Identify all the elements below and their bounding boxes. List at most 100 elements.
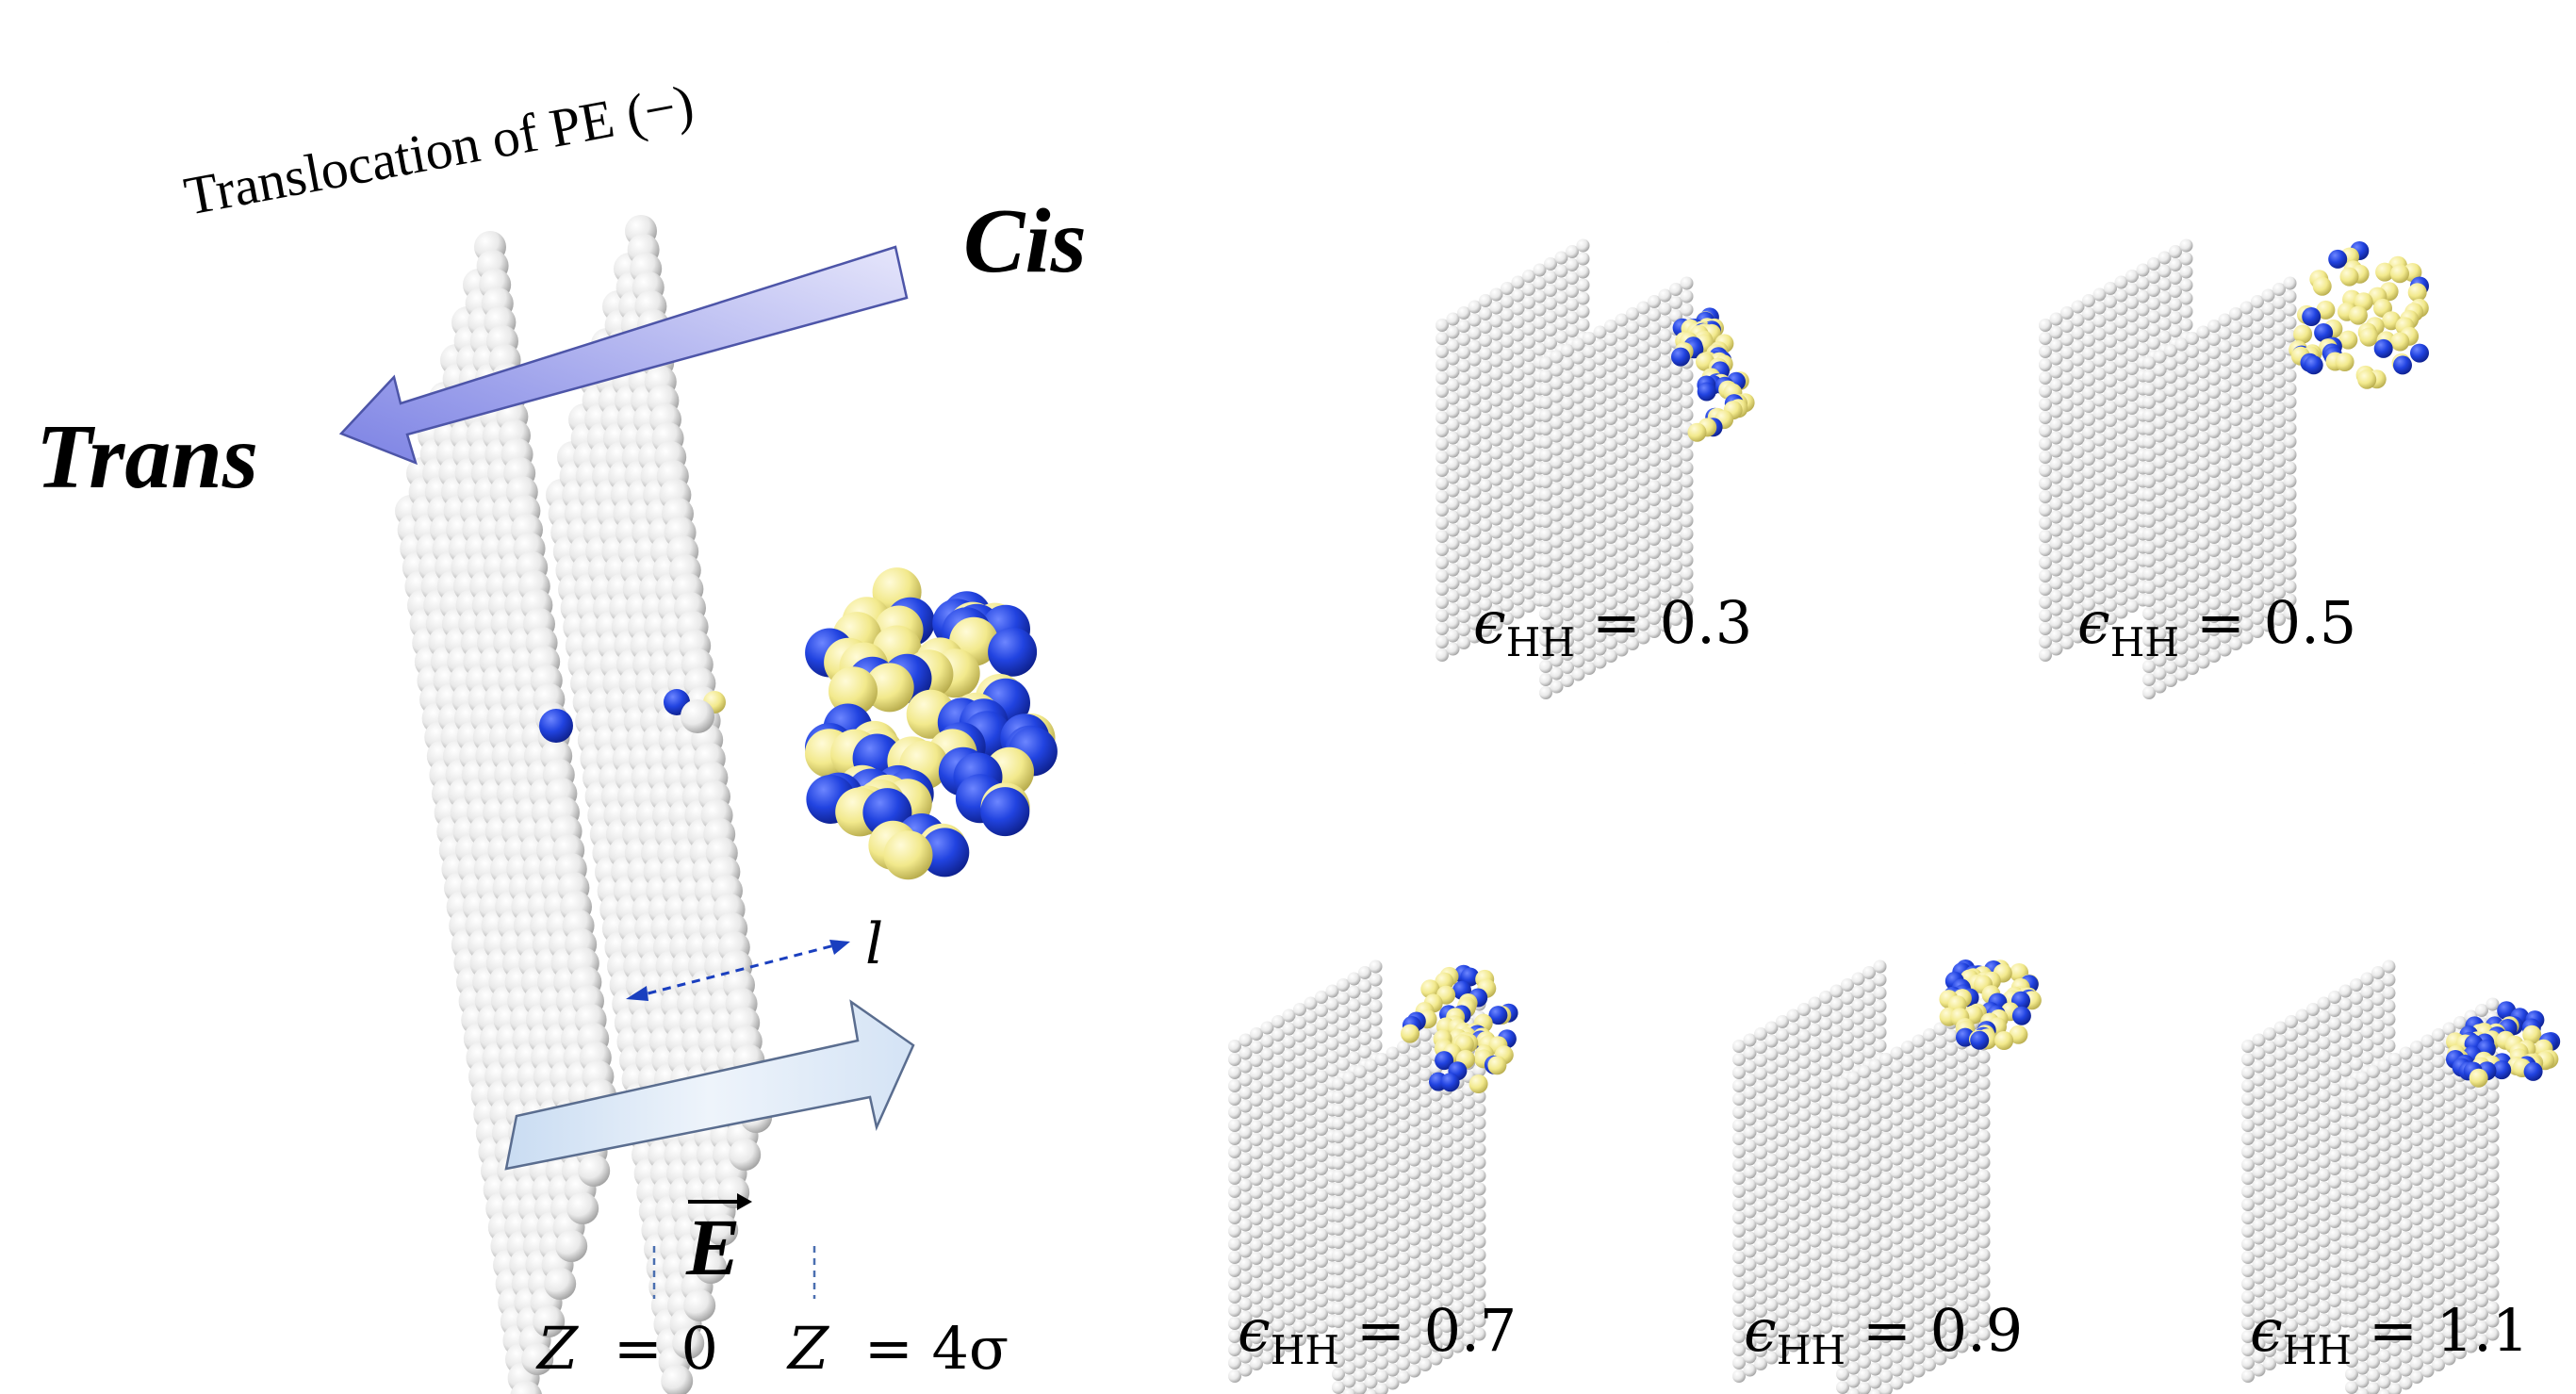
wall-bead bbox=[1446, 391, 1460, 405]
wall-bead bbox=[2164, 661, 2177, 674]
wall-bead bbox=[2218, 577, 2232, 591]
wall-bead bbox=[2261, 394, 2275, 408]
wall-bead bbox=[1583, 609, 1596, 622]
wall-bead bbox=[2060, 583, 2074, 597]
wall-bead bbox=[2158, 290, 2172, 304]
wall-bead bbox=[2060, 333, 2074, 346]
wall-bead bbox=[1354, 1105, 1367, 1118]
wall-bead bbox=[2174, 403, 2189, 418]
wall-bead bbox=[2486, 1208, 2500, 1222]
wall-bead bbox=[2196, 378, 2210, 392]
wall-bead bbox=[2060, 531, 2074, 544]
wall-bead bbox=[1680, 553, 1694, 567]
wall-bead bbox=[1304, 1089, 1318, 1103]
wall-bead bbox=[1315, 1057, 1328, 1070]
wall-bead bbox=[1440, 1122, 1453, 1135]
wall-bead bbox=[1669, 454, 1682, 467]
wall-bead bbox=[1375, 1145, 1388, 1158]
wall-bead bbox=[1533, 303, 1547, 317]
polymer-bead-blue bbox=[2302, 307, 2322, 326]
wall-bead bbox=[1680, 566, 1694, 581]
wall-bead bbox=[1342, 1084, 1356, 1098]
wall-bead bbox=[2060, 438, 2074, 451]
wall-bead bbox=[2164, 357, 2177, 370]
wall-bead bbox=[2104, 572, 2117, 585]
wall-bead bbox=[2092, 327, 2107, 341]
wall-bead bbox=[1636, 459, 1650, 473]
wall-bead bbox=[2153, 416, 2167, 430]
wall-bead bbox=[1315, 1083, 1328, 1096]
wall-bead bbox=[510, 1381, 542, 1394]
wall-bead bbox=[1501, 374, 1514, 387]
wall-bead bbox=[2218, 379, 2232, 393]
polymer-bead-blue bbox=[2393, 355, 2412, 375]
wall-bead bbox=[2114, 552, 2128, 566]
wall-bead bbox=[2251, 493, 2264, 506]
epsilon-value: = 0.7 bbox=[1356, 1296, 1517, 1365]
wall-bead bbox=[2039, 345, 2052, 358]
wall-bead bbox=[2218, 471, 2232, 485]
epsilon-value: = 1.1 bbox=[2369, 1296, 2529, 1365]
wall-bead bbox=[1446, 497, 1460, 511]
wall-bead bbox=[1977, 1129, 1991, 1143]
wall-bead bbox=[1615, 418, 1629, 433]
wall-bead bbox=[2218, 432, 2232, 446]
wall-bead bbox=[2218, 405, 2232, 419]
wall-bead bbox=[1522, 296, 1535, 309]
wall-bead bbox=[1386, 1125, 1400, 1140]
wall-bead bbox=[1315, 1202, 1328, 1215]
wall-bead bbox=[1436, 437, 1449, 451]
wall-bead bbox=[1479, 611, 1492, 624]
wall-bead bbox=[1501, 282, 1514, 295]
wall-bead bbox=[2251, 533, 2264, 546]
wall-bead bbox=[2039, 503, 2052, 517]
wall-bead bbox=[2153, 402, 2167, 417]
wall-bead bbox=[1315, 1109, 1328, 1123]
wall-bead bbox=[2207, 412, 2221, 425]
wall-bead bbox=[1457, 610, 1470, 623]
wall-bead bbox=[1304, 1234, 1318, 1248]
wall-bead bbox=[1583, 464, 1596, 477]
wall-bead bbox=[1615, 577, 1629, 591]
wall-bead bbox=[1593, 338, 1607, 353]
wall-bead bbox=[2049, 457, 2063, 471]
wall-bead bbox=[1429, 1127, 1443, 1141]
wall-bead bbox=[2104, 282, 2117, 295]
wall-bead bbox=[2153, 614, 2167, 628]
wall-bead bbox=[1446, 404, 1460, 418]
wall-bead bbox=[1304, 1141, 1318, 1156]
wall-bead bbox=[2251, 625, 2264, 638]
wall-bead bbox=[1468, 537, 1482, 551]
wall-bead bbox=[1648, 348, 1661, 361]
wall-bead bbox=[1369, 1012, 1383, 1026]
wall-bead bbox=[1462, 1096, 1475, 1109]
wall-bead bbox=[1669, 441, 1682, 454]
wall-bead bbox=[2071, 326, 2085, 340]
wall-bead bbox=[1457, 451, 1470, 465]
wall-bead bbox=[2186, 530, 2199, 543]
wall-bead bbox=[1593, 642, 1607, 656]
wall-bead bbox=[1648, 625, 1661, 638]
wall-bead bbox=[2174, 430, 2189, 444]
wall-bead bbox=[2240, 393, 2254, 407]
wall-bead bbox=[1626, 598, 1639, 611]
wall-bead bbox=[1332, 1143, 1345, 1156]
wall-bead bbox=[2207, 504, 2221, 517]
wall-bead bbox=[2186, 503, 2199, 517]
epsilon-subscript: HH bbox=[1506, 619, 1575, 665]
wall-bead bbox=[2382, 1012, 2396, 1026]
wall-bead bbox=[1260, 1100, 1274, 1114]
wall-bead bbox=[2196, 404, 2210, 418]
wall-bead bbox=[1419, 1094, 1432, 1107]
wall-bead bbox=[2174, 641, 2189, 655]
wall-bead bbox=[1260, 1087, 1274, 1101]
epsilon-subscript: HH bbox=[1777, 1327, 1846, 1373]
wall-bead bbox=[1419, 1081, 1432, 1094]
wall-bead bbox=[2164, 634, 2177, 648]
wall-bead bbox=[1604, 636, 1617, 649]
wall-bead bbox=[2039, 385, 2052, 398]
wall-bead bbox=[1472, 1129, 1486, 1143]
wall-bead bbox=[2240, 380, 2254, 394]
wall-bead bbox=[1615, 590, 1629, 604]
wall-bead bbox=[2092, 419, 2107, 434]
